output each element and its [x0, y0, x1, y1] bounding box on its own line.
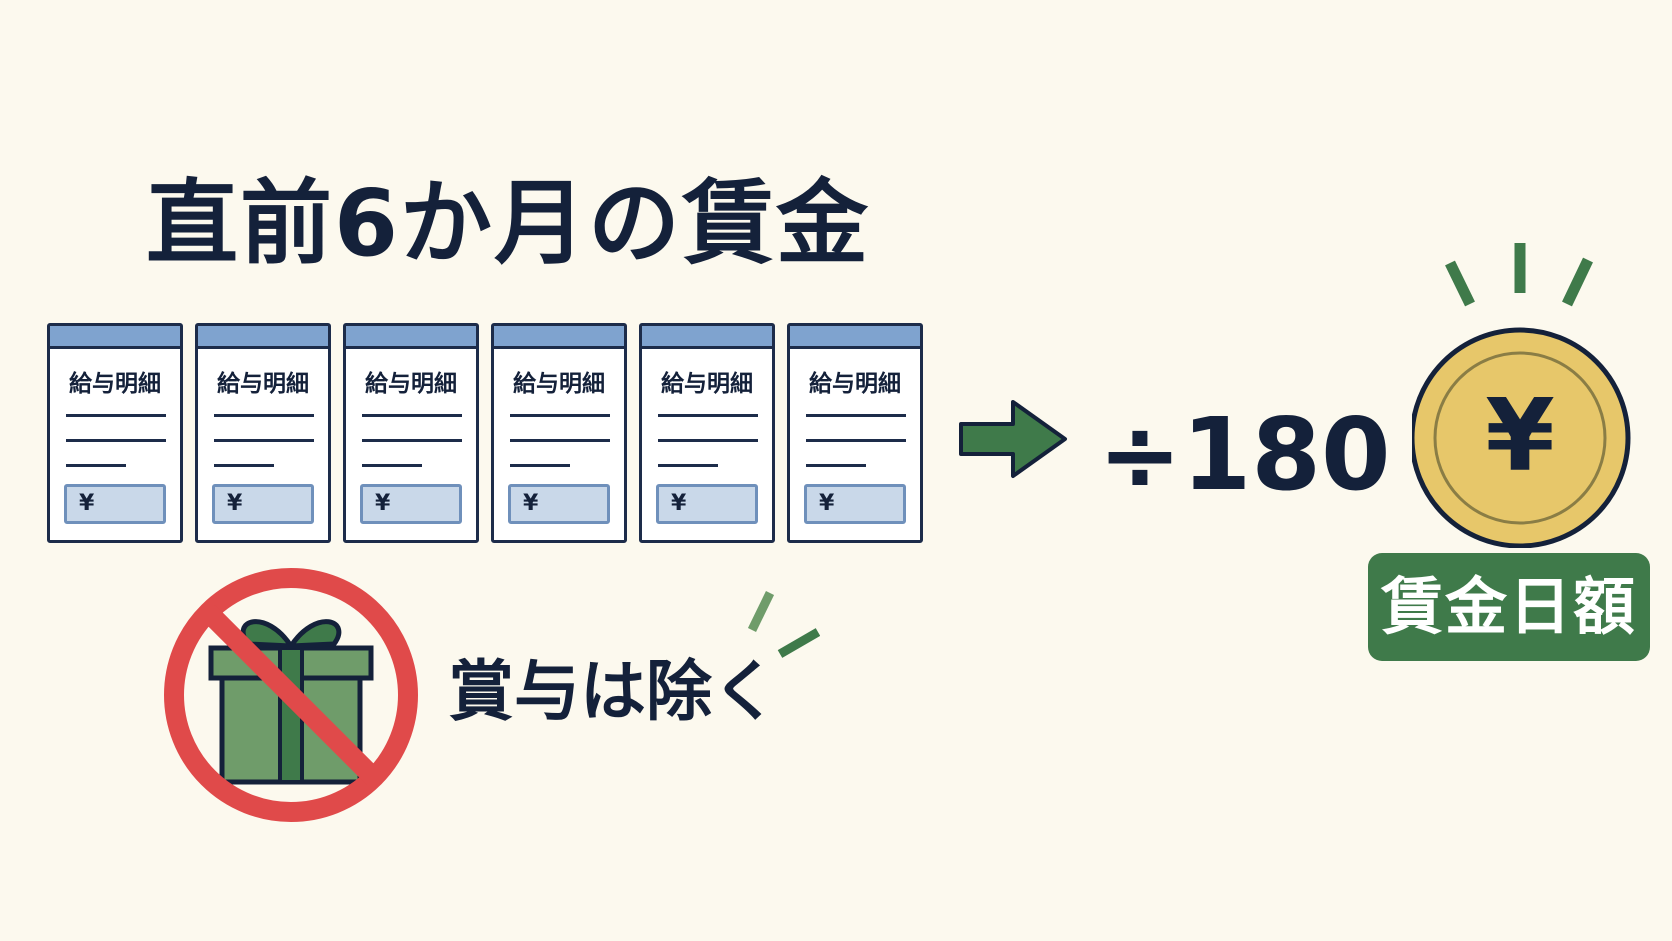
payslip-line [806, 464, 866, 467]
payslip-line [510, 464, 570, 467]
yen-icon: ¥ [671, 491, 687, 516]
payslip-title: 給与明細 [365, 371, 457, 397]
yen-icon: ¥ [227, 491, 243, 516]
payslip-amount-box: ¥ [804, 484, 906, 524]
coin-rim [1433, 351, 1607, 525]
payslip: 給与明細 ¥ [195, 323, 331, 543]
coin-face [1412, 327, 1631, 548]
payslip-title: 給与明細 [513, 371, 605, 397]
page-title: 直前6か月の賃金 [146, 170, 871, 277]
payslip-title: 給与明細 [69, 371, 161, 397]
prohibit-circle [164, 568, 418, 822]
sparkle-icon [747, 591, 820, 658]
payslip-line [806, 414, 906, 417]
payslip: 給与明細 ¥ [491, 323, 627, 543]
payslip: 給与明細 ¥ [47, 323, 183, 543]
payslip-header [642, 326, 772, 349]
payslip-line [658, 464, 718, 467]
payslip-header [346, 326, 476, 349]
payslip: 給与明細 ¥ [787, 323, 923, 543]
payslip-line [362, 414, 462, 417]
payslip-line [806, 439, 906, 442]
payslip-line [510, 439, 610, 442]
coin-yen-symbol: ¥ [1485, 377, 1555, 494]
payslip-line [214, 439, 314, 442]
arrow-right-icon [959, 400, 1067, 478]
sparkle-line [1562, 257, 1593, 307]
yen-icon: ¥ [523, 491, 539, 516]
payslip-header [790, 326, 920, 349]
payslip-line [66, 464, 126, 467]
yen-icon: ¥ [375, 491, 391, 516]
payslip-amount-box: ¥ [508, 484, 610, 524]
payslip-header [494, 326, 624, 349]
payslip-line [362, 464, 422, 467]
payslip-amount-box: ¥ [360, 484, 462, 524]
no-gift-icon [164, 568, 418, 822]
prohibit-slash [200, 604, 382, 786]
payslip-amount-box: ¥ [656, 484, 758, 524]
payslip-line [66, 414, 166, 417]
yen-icon: ¥ [819, 491, 835, 516]
payslip-line [658, 414, 758, 417]
payslip-title: 給与明細 [661, 371, 753, 397]
payslip-amount-box: ¥ [212, 484, 314, 524]
payslip-amount-box: ¥ [64, 484, 166, 524]
payslip-line [214, 414, 314, 417]
payslip-header [198, 326, 328, 349]
bonus-exclusion-note: 賞与は除く [448, 653, 778, 730]
payslip-line [510, 414, 610, 417]
yen-coin-icon: ¥ [1412, 243, 1631, 548]
payslip-line [66, 439, 166, 442]
payslip-title: 給与明細 [809, 371, 901, 397]
sparkle-line [1445, 260, 1475, 307]
payslip: 給与明細 ¥ [343, 323, 479, 543]
payslip: 給与明細 ¥ [639, 323, 775, 543]
divisor-formula: ÷180 [1098, 396, 1391, 513]
result-label: 賃金日額 [1368, 553, 1650, 661]
payslip-title: 給与明細 [217, 371, 309, 397]
payslip-line [658, 439, 758, 442]
payslip-line [362, 439, 462, 442]
payslip-line [214, 464, 274, 467]
yen-icon: ¥ [79, 491, 95, 516]
payslip-header [50, 326, 180, 349]
